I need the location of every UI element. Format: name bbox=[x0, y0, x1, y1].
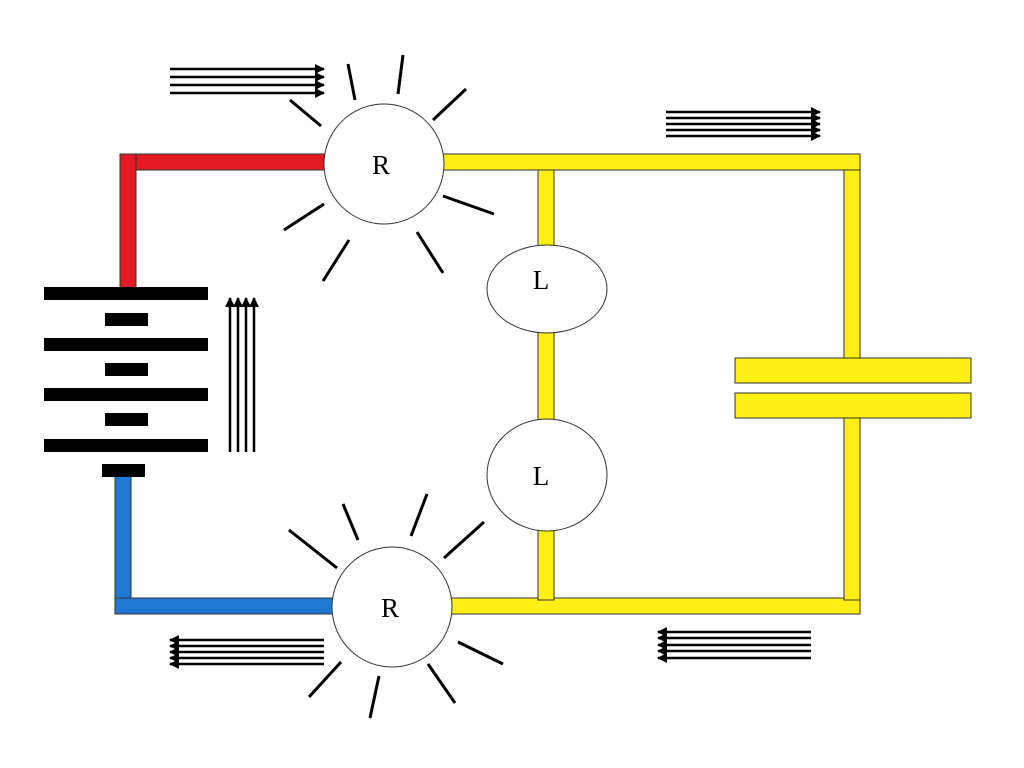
positive-wire-horizontal bbox=[119, 153, 331, 171]
middle-wire-top bbox=[537, 169, 555, 249]
glow-ray bbox=[442, 194, 495, 216]
glow-ray bbox=[368, 675, 381, 719]
current-arrows-top-right bbox=[666, 107, 821, 141]
battery-long-plate bbox=[44, 287, 208, 300]
bottom-wire bbox=[449, 597, 861, 615]
battery bbox=[44, 287, 208, 477]
lamp-bottom-body bbox=[486, 418, 608, 532]
battery-short-plate bbox=[105, 313, 148, 326]
glow-ray bbox=[431, 87, 468, 122]
glow-ray bbox=[396, 54, 405, 95]
current-arrows-top-left bbox=[170, 64, 325, 98]
glow-ray bbox=[346, 63, 357, 101]
glow-ray bbox=[288, 528, 338, 570]
resistor-bottom: R bbox=[331, 546, 453, 668]
lamp-bottom-label: L bbox=[533, 461, 550, 491]
capacitor-plate-top bbox=[734, 357, 972, 384]
middle-wire-center bbox=[537, 330, 555, 422]
lamp-top: L bbox=[486, 244, 608, 334]
glow-ray bbox=[341, 503, 360, 541]
battery-short-plate bbox=[105, 413, 148, 426]
top-wire bbox=[439, 153, 861, 171]
negative-wire-vertical bbox=[114, 475, 132, 615]
resistor-glow-bottom bbox=[288, 493, 504, 719]
glow-ray bbox=[409, 493, 429, 537]
battery-long-plate bbox=[44, 338, 208, 351]
glow-ray bbox=[307, 660, 343, 699]
positive-wire-vertical bbox=[119, 153, 137, 293]
glow-ray bbox=[442, 520, 486, 560]
resistor-bottom-label: R bbox=[381, 593, 399, 623]
negative-wire-horizontal bbox=[114, 597, 338, 615]
glow-ray bbox=[289, 98, 322, 128]
glow-ray bbox=[415, 231, 445, 274]
resistor-top-body bbox=[323, 103, 445, 225]
lamp-top-label: L bbox=[533, 265, 550, 295]
resistor-top: R bbox=[323, 103, 445, 225]
lamp-top-body bbox=[486, 244, 608, 334]
glow-ray bbox=[321, 239, 351, 282]
middle-wire-bottom bbox=[537, 529, 555, 601]
battery-short-plate bbox=[102, 464, 145, 477]
capacitor bbox=[734, 357, 972, 419]
resistor-bottom-body bbox=[331, 546, 453, 668]
wires bbox=[114, 153, 861, 615]
glow-ray bbox=[283, 202, 325, 232]
right-wire-lower bbox=[843, 417, 861, 601]
glow-ray bbox=[426, 663, 457, 704]
capacitor-plate-bottom bbox=[734, 392, 972, 419]
battery-long-plate bbox=[44, 439, 208, 452]
glow-ray bbox=[457, 640, 504, 666]
right-wire-upper bbox=[843, 169, 861, 361]
battery-long-plate bbox=[44, 388, 208, 401]
current-arrows-bottom-right bbox=[657, 627, 811, 663]
battery-short-plate bbox=[105, 363, 148, 376]
lamp-bottom: L bbox=[486, 418, 608, 532]
resistor-top-label: R bbox=[372, 150, 390, 180]
resistor-glow-top bbox=[283, 54, 495, 282]
current-arrows-bottom-left bbox=[169, 635, 324, 669]
current-arrows-battery bbox=[225, 297, 259, 452]
